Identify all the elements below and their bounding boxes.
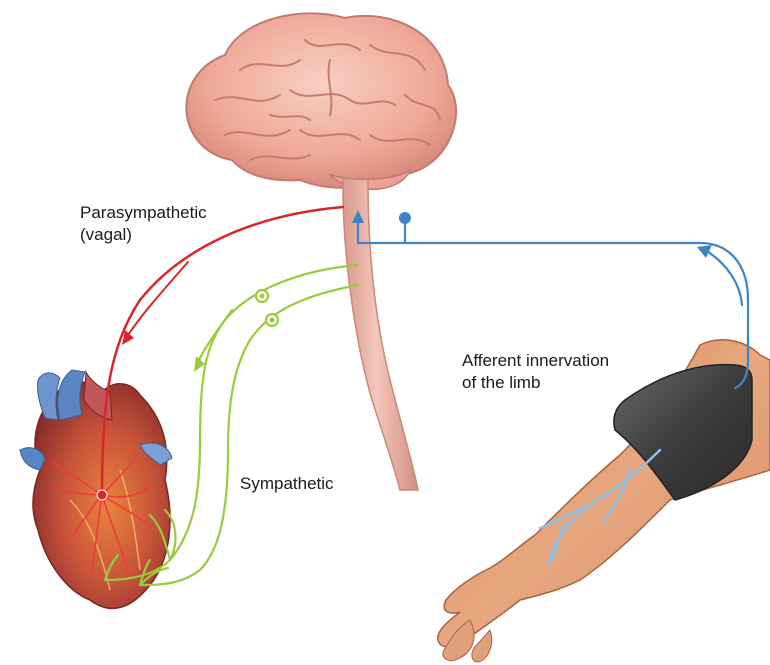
sa-node-dot — [96, 489, 108, 501]
afferent-label-line1: Afferent innervation — [462, 351, 610, 370]
afferent-pathway — [356, 220, 750, 390]
parasympathetic-label-line2: (vagal) — [80, 225, 132, 244]
sympathetic-label-text: Sympathetic — [240, 474, 334, 493]
limb-nerves — [538, 448, 662, 567]
sympathetic-ganglia — [254, 288, 280, 328]
sympathetic-arrowhead — [194, 356, 205, 372]
spinal-cord — [342, 177, 419, 491]
parasympathetic-label: Parasympathetic (vagal) — [80, 202, 207, 246]
brain-illustration — [185, 12, 457, 191]
parasympathetic-pathway — [51, 205, 345, 576]
afferent-label: Afferent innervation of the limb — [462, 350, 609, 394]
afferent-label-line2: of the limb — [462, 373, 541, 392]
sympathetic-label: Sympathetic — [240, 473, 334, 495]
parasympathetic-label-line1: Parasympathetic — [80, 203, 207, 222]
blood-pressure-cuff — [613, 363, 753, 501]
afferent-arrowhead-cord — [352, 210, 364, 223]
afferent-arrowhead-limb — [697, 245, 712, 258]
sympathetic-pathway — [103, 263, 360, 587]
afferent-synapse-dot — [399, 212, 411, 224]
